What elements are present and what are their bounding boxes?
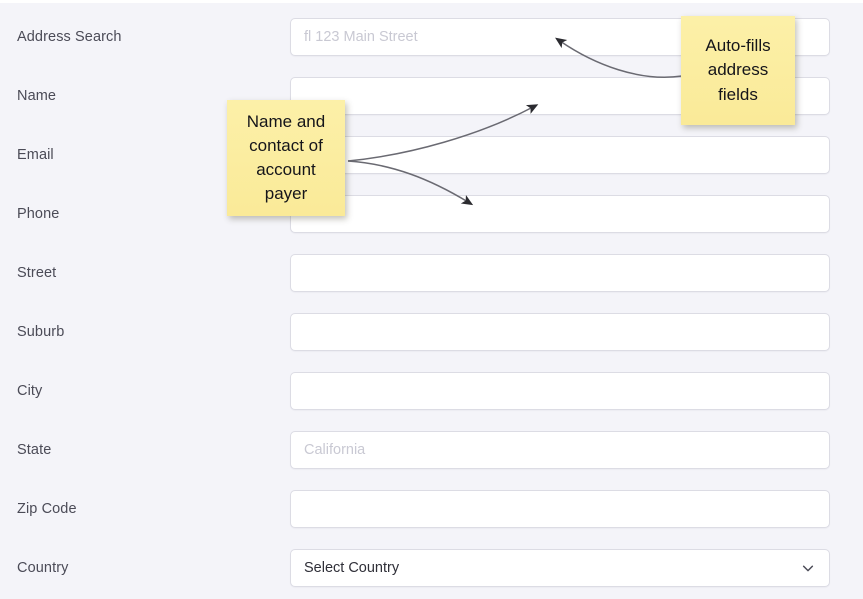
label-phone: Phone — [17, 205, 60, 222]
sticky-note-auto-fills-text: Auto-fills address fields — [705, 36, 771, 104]
field-wrap-email — [290, 135, 830, 174]
field-wrap-state: California — [290, 430, 830, 469]
phone-input[interactable] — [290, 194, 830, 233]
country-select[interactable]: Select Country — [290, 548, 830, 587]
form-row-suburb: Suburb — [0, 302, 863, 361]
label-state: State — [17, 441, 52, 458]
form-row-phone: Phone — [0, 184, 863, 243]
label-suburb: Suburb — [17, 323, 65, 340]
form-row-city: City — [0, 361, 863, 420]
label-zip-code: Zip Code — [17, 500, 77, 517]
field-wrap-city — [290, 371, 830, 410]
label-name: Name — [17, 87, 57, 104]
sticky-note-auto-fills: Auto-fills address fields — [681, 16, 795, 125]
suburb-input[interactable] — [290, 312, 830, 351]
form-row-country: Country Select Country — [0, 538, 863, 597]
form-row-email: Email — [0, 125, 863, 184]
label-country: Country — [17, 559, 69, 576]
city-input[interactable] — [290, 371, 830, 410]
zip-code-input[interactable] — [290, 489, 830, 528]
email-input[interactable] — [290, 135, 830, 174]
sticky-note-account-payer: Name and contact of account payer — [227, 100, 345, 216]
field-wrap-zip-code — [290, 489, 830, 528]
label-city: City — [17, 382, 43, 399]
field-wrap-country: Select Country — [290, 548, 830, 587]
label-email: Email — [17, 146, 54, 163]
label-street: Street — [17, 264, 57, 281]
chevron-down-icon[interactable] — [801, 561, 815, 575]
street-input[interactable] — [290, 253, 830, 292]
sticky-note-account-payer-text: Name and contact of account payer — [246, 111, 326, 204]
label-address-search: Address Search — [17, 28, 122, 45]
state-placeholder: California — [304, 441, 366, 458]
form-row-state: State California — [0, 420, 863, 479]
field-wrap-street — [290, 253, 830, 292]
form-row-street: Street — [0, 243, 863, 302]
field-wrap-phone — [290, 194, 830, 233]
form-row-zip-code: Zip Code — [0, 479, 863, 538]
state-input[interactable]: California — [290, 430, 830, 469]
address-search-placeholder: fl 123 Main Street — [304, 28, 418, 45]
field-wrap-suburb — [290, 312, 830, 351]
country-select-value: Select Country — [304, 559, 400, 576]
